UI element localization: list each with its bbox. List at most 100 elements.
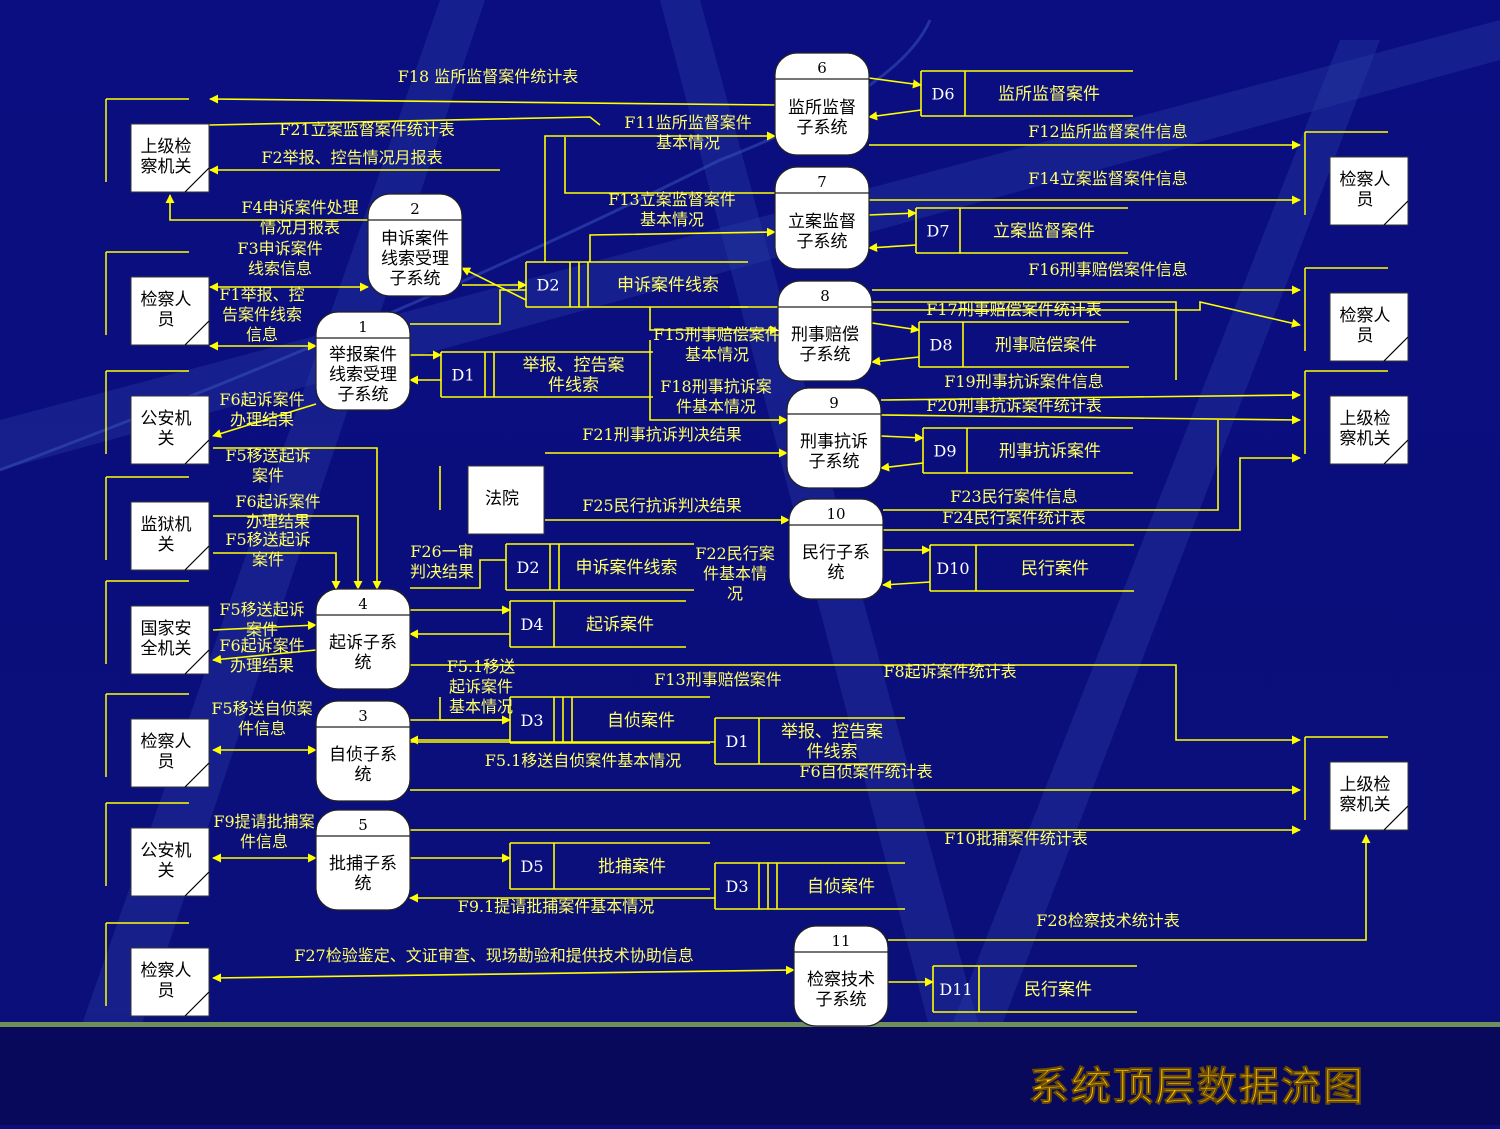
- entity-corner-mark: [184, 167, 210, 193]
- process-label: 统: [355, 765, 372, 785]
- flow-label-text: F6起诉案件: [219, 390, 304, 409]
- store-code: D6: [931, 85, 954, 104]
- process-label: 子系统: [816, 990, 867, 1010]
- process-label: 统: [828, 563, 845, 583]
- entity-corner-mark: [184, 991, 210, 1017]
- flow-label-f38: F23民行案件信息: [950, 487, 1077, 506]
- flow-line: [589, 227, 776, 262]
- flow-label-text: 案件: [252, 550, 284, 569]
- flow-line: [213, 515, 363, 590]
- flow-line: [871, 356, 920, 366]
- flow-label-f33: F14立案监督案件信息: [1028, 169, 1187, 188]
- decor-band: [950, 40, 1380, 1030]
- flow-label-text: 信息: [246, 325, 278, 344]
- footer-rule: [0, 1022, 1500, 1027]
- entity-label: 检察人: [141, 961, 192, 981]
- flow-label-f25: F13刑事赔偿案件: [654, 670, 781, 689]
- flow-label-text: 办理结果: [230, 656, 294, 675]
- flow-line: [882, 579, 931, 589]
- flow-label-text: F9提请批捕案: [213, 812, 314, 831]
- store-code: D10: [936, 559, 969, 578]
- data-store-D6: D6 监所监督案件: [920, 70, 1133, 117]
- store-label: 件线索: [807, 742, 858, 762]
- flow-label-text: F20刑事抗诉案件统计表: [926, 396, 1101, 415]
- process-label: 举报案件: [329, 345, 397, 365]
- flow-labels: F18 监所监督案件统计表F21立案监督案件统计表F2举报、控告情况月报表F4申…: [211, 67, 1187, 965]
- process-label: 线索受理: [381, 249, 449, 269]
- flow-label-text: 案件: [246, 620, 278, 639]
- flow-line: [410, 664, 1301, 745]
- entity-label: 检察人: [1340, 170, 1391, 190]
- entity-label: 检察人: [1340, 306, 1391, 326]
- flow-line: [872, 301, 1177, 380]
- flow-label-text: 起诉案件: [449, 677, 513, 696]
- flow-line: [649, 307, 779, 335]
- flow-label-text: 判决结果: [410, 562, 474, 581]
- flow-label-text: F17刑事赔偿案件统计表: [926, 300, 1101, 319]
- process-label: 刑事抗诉: [800, 432, 868, 452]
- process-label: 子系统: [809, 452, 860, 472]
- flow-line: [410, 289, 526, 325]
- process-label: 申诉案件: [381, 229, 449, 249]
- flow-label-text: F8起诉案件统计表: [883, 662, 1016, 681]
- flow-label-text: F12监所监督案件信息: [1028, 122, 1187, 141]
- entity-label: 察机关: [1340, 429, 1391, 449]
- flow-label-text: 件基本情况: [676, 397, 756, 416]
- entity-label: 上级检: [141, 137, 192, 157]
- flow-label-text: F24民行案件统计表: [942, 508, 1085, 527]
- flow-label-f21: F25民行抗诉判决结果: [582, 496, 741, 515]
- entity-label: 员: [158, 310, 175, 330]
- flow-label-text: F16刑事赔偿案件信息: [1028, 260, 1187, 279]
- store-label: 监所监督案件: [998, 85, 1100, 105]
- flow-label-text: F19刑事抗诉案件信息: [944, 372, 1103, 391]
- process-box: [315, 809, 411, 911]
- flow-label-text: F9.1提请批捕案件基本情况: [458, 897, 655, 916]
- process-number: 8: [820, 287, 830, 305]
- store-label: 申诉案件线索: [617, 276, 719, 296]
- process-label: 子系统: [390, 269, 441, 289]
- flow-label-text: F5移送起诉: [225, 446, 310, 465]
- store-label: 自侦案件: [807, 877, 875, 897]
- process-label: 批捕子系: [329, 854, 397, 874]
- decor-curve: [0, 19, 932, 472]
- flow-label-text: F18 监所监督案件统计表: [398, 67, 579, 86]
- flow-line: [880, 433, 924, 443]
- store-code: D2: [516, 558, 539, 577]
- store-code: D4: [520, 615, 543, 634]
- entity-label: 察机关: [1340, 795, 1391, 815]
- flow-line: [883, 453, 1301, 531]
- flow-label-text: F28检察技术统计表: [1036, 911, 1179, 930]
- process-label: 子系统: [797, 118, 848, 138]
- process-box: [315, 588, 411, 690]
- flow-label-text: F2举报、控告情况月报表: [261, 148, 442, 167]
- page-title: 系统顶层数据流图: [1029, 1063, 1365, 1110]
- flow-line: [212, 620, 317, 631]
- flow-label-text: F14立案监督案件信息: [1028, 169, 1187, 188]
- flow-line: [212, 649, 317, 664]
- entity-label: 员: [1357, 326, 1374, 346]
- store-code: D5: [520, 857, 543, 876]
- flow-label-text: F22民行案: [695, 544, 774, 563]
